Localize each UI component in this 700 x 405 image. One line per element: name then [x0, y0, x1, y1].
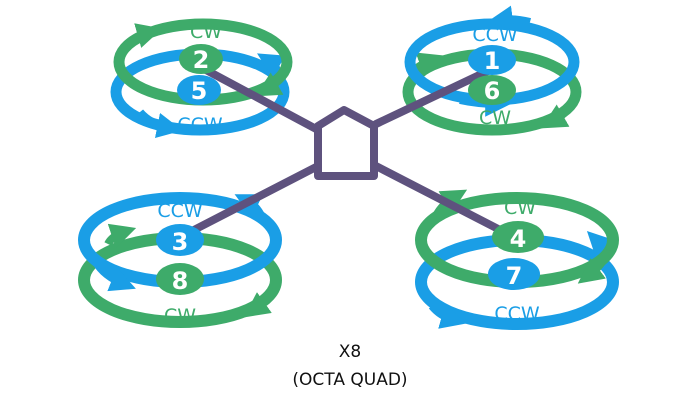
motor-number: 8 — [172, 267, 189, 295]
direction-label-lower: CCW — [494, 303, 540, 325]
frame-body-icon — [314, 106, 378, 180]
motor-badge-1 — [468, 45, 516, 75]
direction-label-upper: CCW — [157, 200, 203, 222]
motor-badge-4 — [492, 221, 544, 253]
rotation-arrow-icon — [92, 259, 136, 292]
rotation-arrow-icon — [136, 109, 183, 139]
direction-label-upper: CW — [504, 197, 536, 219]
rotation-arrow-icon — [428, 303, 467, 329]
frame-arm — [372, 162, 508, 236]
motor-badge-5 — [177, 75, 221, 105]
motor-badges: 2 5 1 6 3 8 4 7 — [156, 44, 544, 295]
motor-number: 7 — [506, 262, 523, 290]
motor-badge-7 — [488, 258, 540, 290]
motor-number: 4 — [510, 225, 527, 253]
motor-badge-8 — [156, 263, 204, 295]
rotation-arrow-icon — [243, 286, 276, 318]
diagram-title: X8 — [338, 342, 362, 362]
motor-badge-3 — [156, 224, 204, 256]
diagram-subtitle: (OCTA QUAD) — [292, 370, 408, 390]
motor-number: 6 — [484, 77, 501, 105]
motor-number: 1 — [484, 47, 501, 75]
rotation-arrow-icon — [254, 68, 288, 97]
rotation-arrow-icon — [577, 248, 612, 284]
motor-badge-2 — [179, 44, 223, 74]
frame-arm — [186, 162, 322, 236]
frame-arm — [202, 66, 322, 134]
rotation-arrow-icon — [104, 223, 137, 249]
rotation-arrow-icon — [487, 5, 532, 31]
motor-number: 3 — [172, 228, 189, 256]
motor-number: 5 — [191, 77, 208, 105]
frame — [186, 66, 508, 236]
rotation-arrow-icon — [540, 102, 574, 129]
motor-group-bottom-left: CCW CW — [78, 192, 282, 328]
motor-badge-6 — [468, 75, 516, 105]
direction-label-upper: CCW — [472, 24, 518, 46]
direction-label-lower: CCW — [177, 114, 223, 136]
frame-arm — [372, 66, 494, 128]
direction-label-upper: CW — [190, 21, 222, 43]
rotation-arrow-icon — [124, 23, 163, 49]
direction-label-lower: CW — [479, 107, 511, 129]
direction-label-lower: CW — [164, 305, 196, 327]
motor-number: 2 — [193, 46, 210, 74]
